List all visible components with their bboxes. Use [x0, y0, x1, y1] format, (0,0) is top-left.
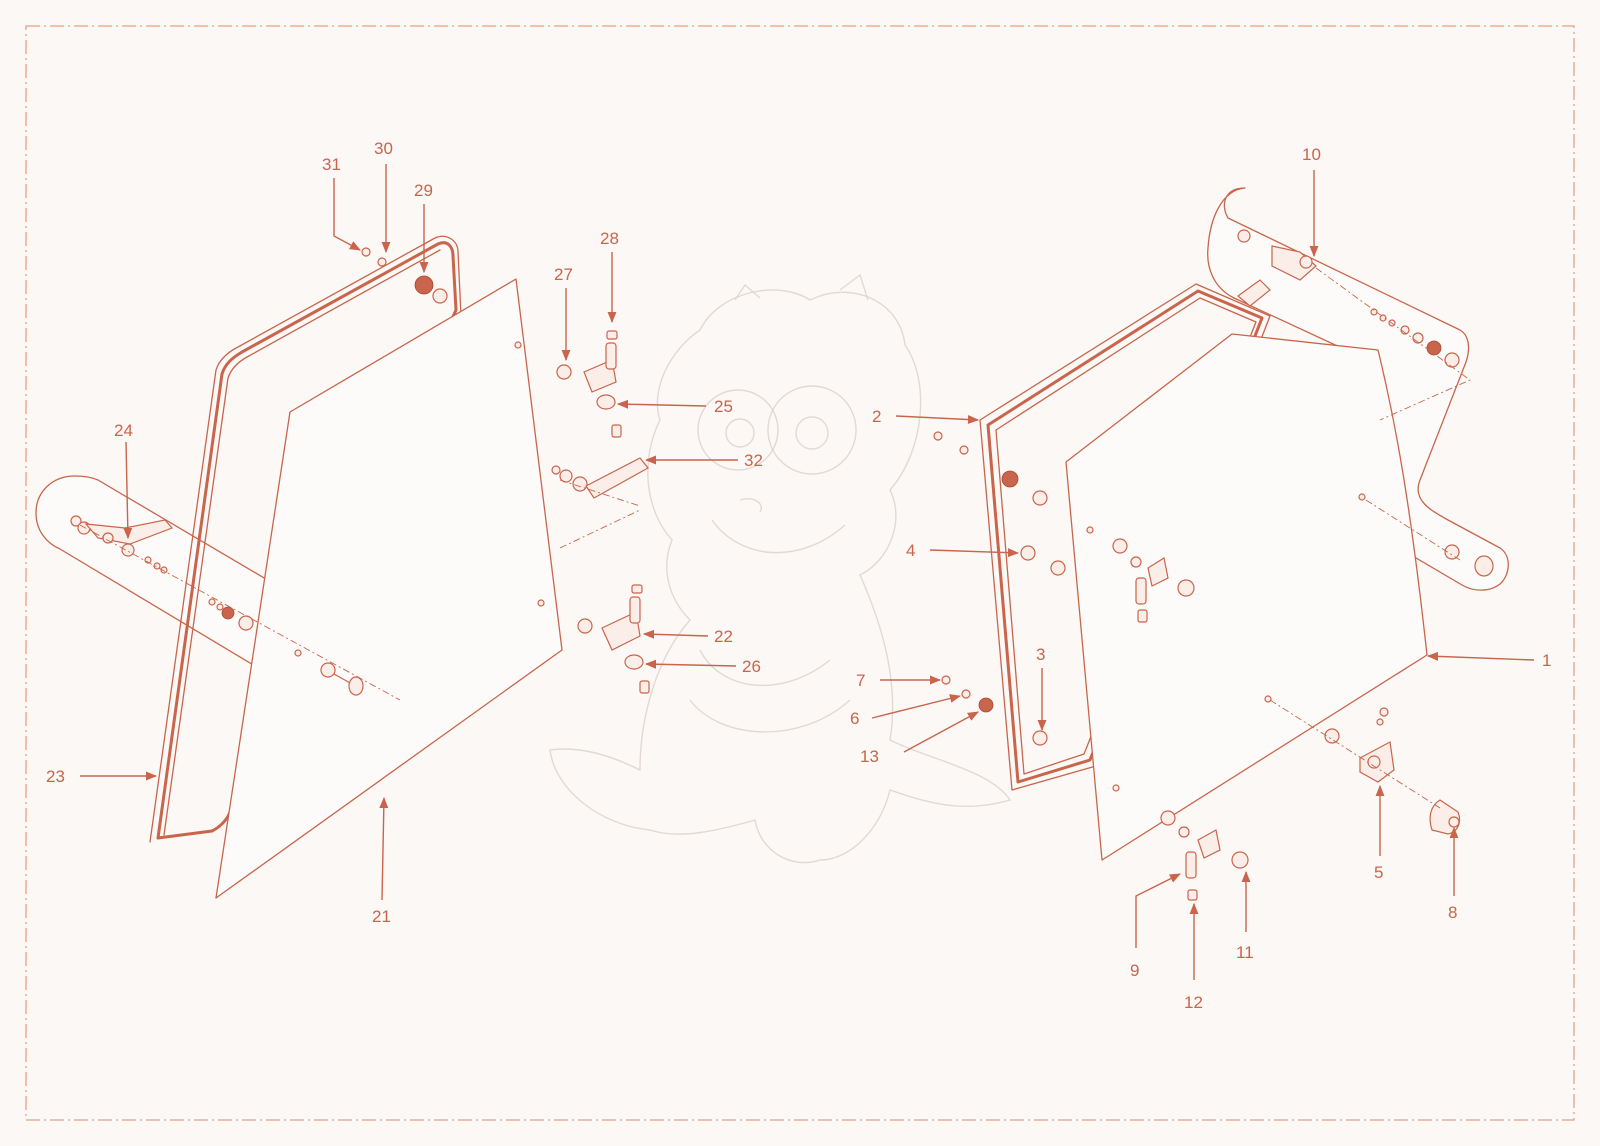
callout-26-leader	[644, 659, 737, 669]
callout-12: 12	[1184, 993, 1203, 1012]
latch-plate-hardware	[551, 457, 649, 507]
callout-21-leader	[379, 796, 389, 901]
left-panel	[215, 278, 563, 899]
callout-10: 10	[1302, 145, 1321, 164]
baby-dragon-watermark-icon	[549, 273, 1012, 864]
right-panel	[1065, 333, 1428, 861]
right-mounting-bracket	[1207, 187, 1509, 591]
callout-28: 28	[600, 229, 619, 248]
lower-hinge-hardware	[537, 584, 650, 694]
callout-27: 27	[554, 265, 573, 284]
callout-32: 32	[744, 451, 763, 470]
callout-1-leader	[1426, 651, 1535, 661]
callout-2-leader	[895, 415, 980, 424]
callout-31-leader	[333, 178, 361, 251]
callout-9-leader	[1135, 873, 1182, 948]
upper-hinge-hardware	[514, 330, 622, 438]
callout-13-leader	[903, 711, 979, 753]
callout-5: 5	[1374, 863, 1383, 882]
top-corner-hardware	[361, 247, 448, 304]
callout-22-leader	[642, 629, 709, 639]
callout-4: 4	[906, 541, 915, 560]
callout-21: 21	[372, 907, 391, 926]
callout-23: 23	[46, 767, 65, 786]
callout-8: 8	[1448, 903, 1457, 922]
callout-26: 26	[742, 657, 761, 676]
callout-6-leader	[871, 694, 962, 719]
right-lower-hinge-hardware	[1112, 784, 1249, 901]
callout-29: 29	[414, 181, 433, 200]
callout-7: 7	[856, 671, 865, 690]
callout-1: 1	[1542, 651, 1551, 670]
callout-11: 11	[1236, 943, 1254, 962]
drawing-frame	[25, 25, 1575, 1121]
callout-13: 13	[860, 747, 879, 766]
left-assembly	[35, 235, 650, 899]
callout-6: 6	[850, 709, 859, 728]
callout-31: 31	[322, 155, 341, 174]
right-upper-hinge-hardware	[1086, 526, 1195, 623]
callout-9: 9	[1130, 961, 1139, 980]
callout-24-leader	[123, 441, 133, 540]
callout-30: 30	[374, 139, 393, 158]
right-bracket-hardware	[1237, 229, 1494, 577]
left-gasket-frame	[156, 241, 458, 840]
callout-25-leader	[616, 399, 707, 409]
frame-fastener-hardware	[933, 431, 1066, 746]
callout-25: 25	[714, 397, 733, 416]
callout-3: 3	[1036, 645, 1045, 664]
right-assembly	[933, 187, 1509, 901]
callout-2: 2	[872, 407, 881, 426]
callout-4-leader	[929, 548, 1020, 558]
latch-bracket-and-knob	[1264, 695, 1461, 835]
callout-24: 24	[114, 421, 133, 440]
callout-22: 22	[714, 627, 733, 646]
